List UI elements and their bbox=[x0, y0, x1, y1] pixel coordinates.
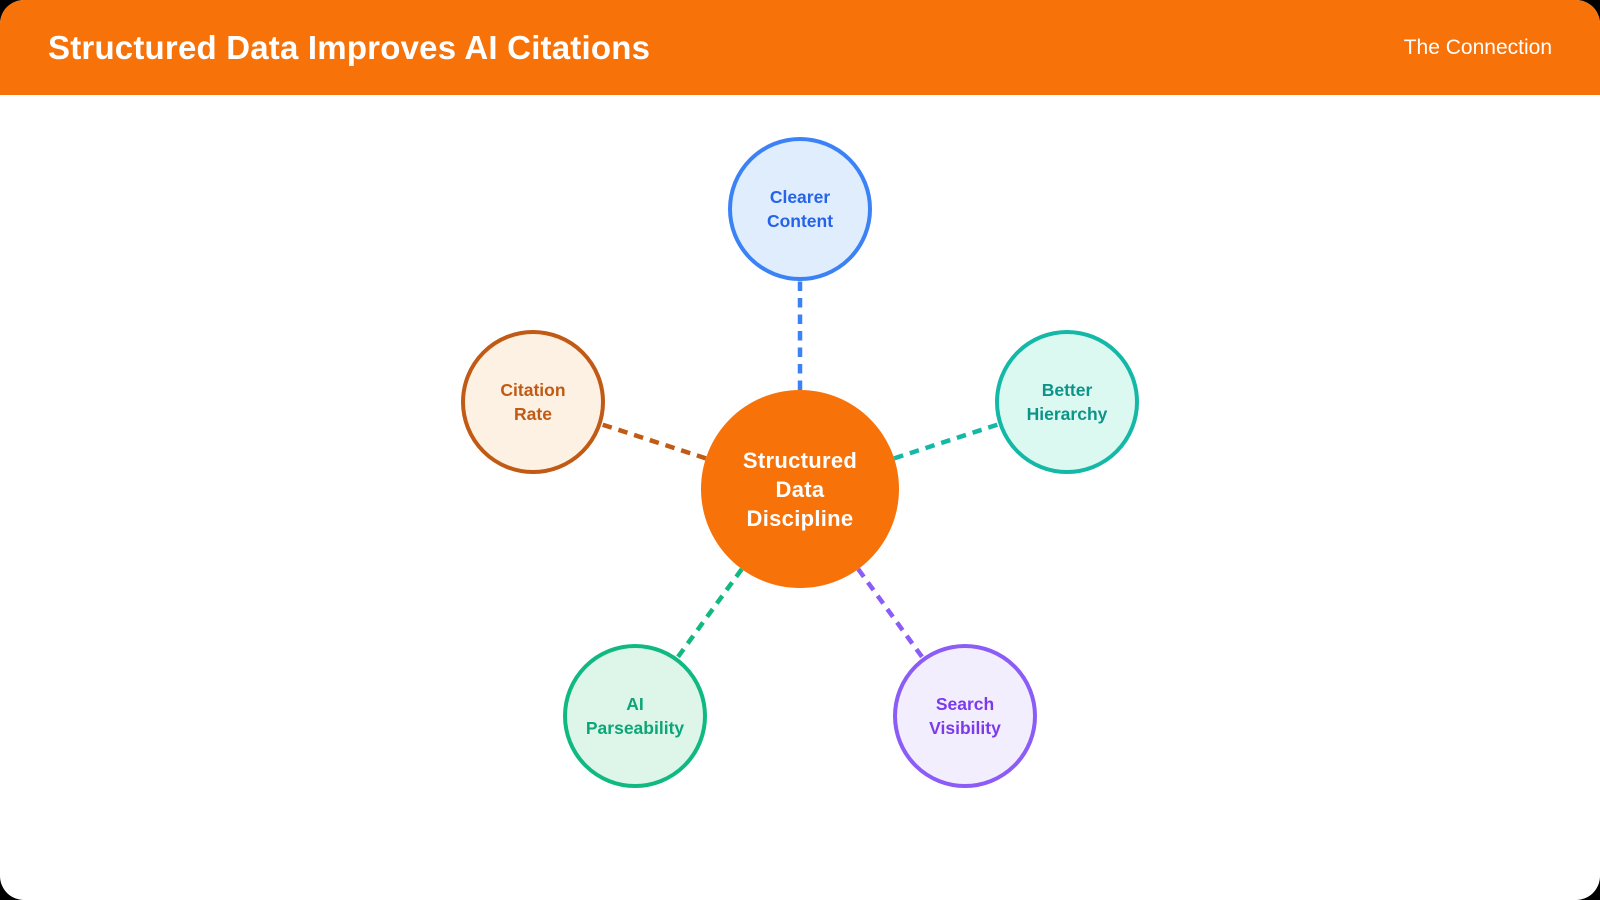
node-label-line: Data bbox=[775, 476, 825, 502]
node-label-line: Citation bbox=[500, 380, 566, 400]
node-label-line: Hierarchy bbox=[1026, 404, 1108, 424]
node-label-line: Visibility bbox=[929, 718, 1001, 738]
node-label-line: Content bbox=[766, 211, 834, 231]
page-title: Structured Data Improves AI Citations bbox=[48, 28, 651, 66]
node-label-line: Parseability bbox=[585, 718, 685, 738]
node-label-line: Better bbox=[1041, 380, 1093, 400]
header-subtitle: The Connection bbox=[1403, 35, 1552, 59]
node-label-line: Search bbox=[935, 694, 995, 714]
diagram-node-ai-parseability: AI Parseability bbox=[563, 644, 707, 788]
node-label-line: Rate bbox=[514, 404, 552, 424]
node-label-line: Structured bbox=[742, 447, 858, 473]
header-bar: Structured Data Improves AI Citations Th… bbox=[0, 0, 1600, 95]
node-label-line: Discipline bbox=[746, 505, 854, 531]
node-label-line: Clearer bbox=[769, 187, 831, 207]
node-label-line: AI bbox=[626, 694, 644, 714]
